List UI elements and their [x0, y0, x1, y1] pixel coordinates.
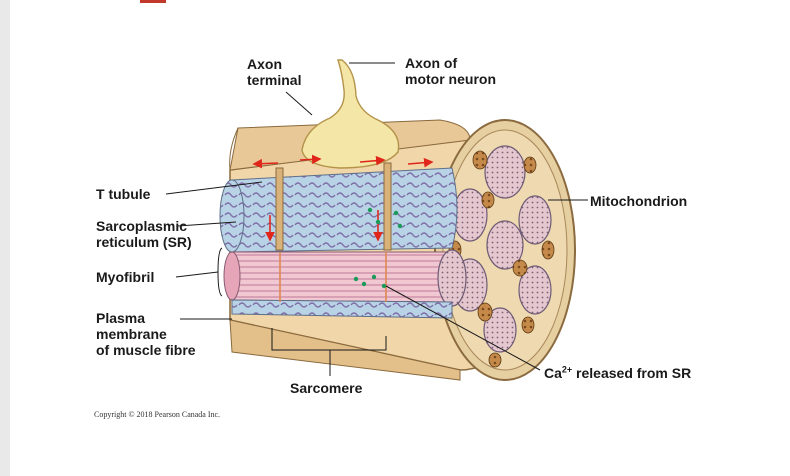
label-ca-base: Ca: [544, 365, 562, 381]
label-mitochondrion: Mitochondrion: [590, 193, 688, 209]
myofibril-cross-sections: [452, 145, 552, 353]
sarcoplasmic-reticulum: [231, 167, 458, 253]
myofibril: [231, 251, 453, 303]
window-edge: [0, 0, 10, 476]
action-potential-arrows: [252, 154, 434, 242]
label-axon-motor-line1: Axon of: [405, 55, 458, 71]
label-ca-superscript: 2+: [561, 364, 573, 375]
label-plasma-line2: membrane: [96, 326, 167, 342]
label-plasma-line1: Plasma: [96, 310, 146, 326]
label-axon-of-motor-neuron: Axon of motor neuron: [405, 55, 496, 87]
axon-of-motor-neuron: [301, 59, 400, 169]
label-sarcomere: Sarcomere: [290, 380, 363, 396]
label-sarcoplasmic-reticulum: Sarcoplasmic reticulum (SR): [96, 218, 192, 250]
label-plasma-membrane: Plasma membrane of muscle fibre: [96, 310, 196, 358]
label-sr-line2: reticulum (SR): [96, 234, 192, 250]
label-ca-released: Ca2+ released from SR: [544, 365, 691, 381]
label-axon-terminal-line1: Axon: [247, 56, 282, 72]
leader-lines: [165, 62, 588, 376]
label-myofibril: Myofibril: [96, 269, 155, 285]
label-sr-line1: Sarcoplasmic: [96, 218, 188, 234]
label-axon-terminal-line2: terminal: [247, 72, 302, 88]
mitochondria: [448, 150, 555, 368]
label-t-tubule: T tubule: [96, 186, 151, 202]
label-axon-motor-line2: motor neuron: [405, 71, 496, 87]
label-ca-rest: released from SR: [572, 365, 692, 381]
label-plasma-line3: of muscle fibre: [96, 342, 196, 358]
copyright-notice: Copyright © 2018 Pearson Canada Inc.: [94, 410, 221, 419]
calcium-ions: [353, 207, 403, 289]
t-tubules: [275, 162, 392, 251]
header-accent: [140, 0, 166, 3]
label-axon-terminal: Axon terminal: [247, 56, 301, 88]
